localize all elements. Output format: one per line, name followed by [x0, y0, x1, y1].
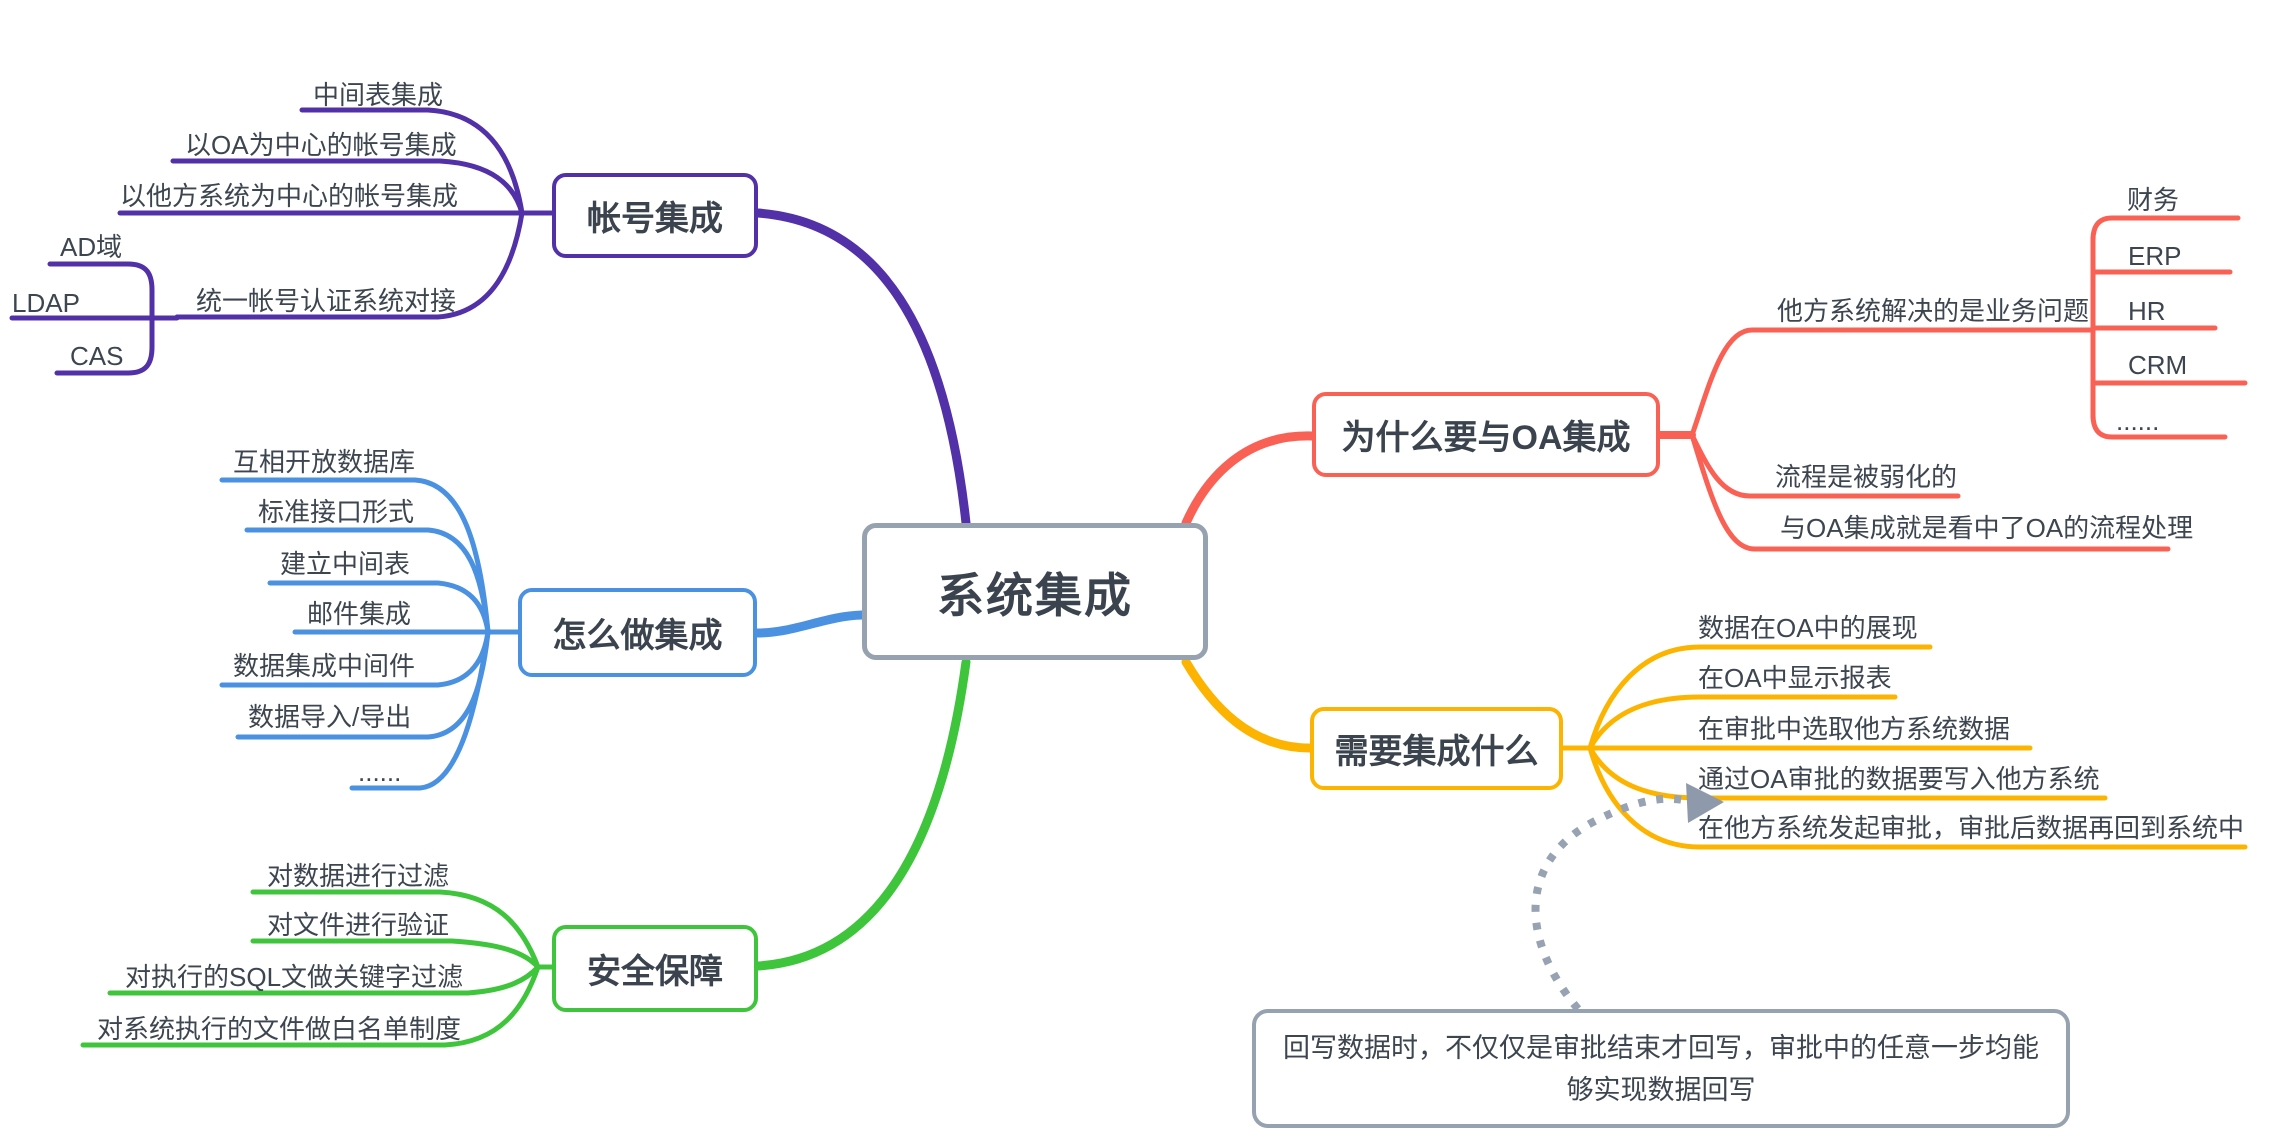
node-filter-data[interactable]: 对数据进行过滤	[267, 861, 450, 891]
node-data-middleware[interactable]: 数据集成中间件	[233, 651, 416, 681]
node-file-whitelist[interactable]: 对系统执行的文件做白名单制度	[97, 1014, 462, 1044]
central-topic-label: 系统集成	[937, 569, 1133, 622]
branch-security[interactable]: 安全保障	[552, 925, 758, 1012]
note-callout[interactable]: 回写数据时，不仅仅是审批结束才回写，审批中的任意一步均能够实现数据回写	[1252, 1009, 2070, 1128]
arrowhead-icon	[1686, 783, 1724, 823]
node-oa-process-handling[interactable]: 与OA集成就是看中了OA的流程处理	[1780, 513, 2194, 543]
note-callout-text: 回写数据时，不仅仅是审批结束才回写，审批中的任意一步均能够实现数据回写	[1283, 1032, 2039, 1105]
node-erp[interactable]: ERP	[2128, 241, 2182, 271]
node-other-system-solves-business[interactable]: 他方系统解决的是业务问题	[1777, 296, 2090, 326]
node-how-ellipsis[interactable]: ......	[358, 757, 402, 787]
node-hr[interactable]: HR	[2128, 296, 2166, 326]
branch-why-integrate-oa-label: 为什么要与OA集成	[1341, 419, 1631, 457]
node-mail-integration[interactable]: 邮件集成	[307, 599, 412, 629]
node-process-weakened[interactable]: 流程是被弱化的	[1775, 462, 1958, 492]
node-oa-centered-account[interactable]: 以OA为中心的帐号集成	[185, 130, 457, 160]
node-finance[interactable]: 财务	[2127, 185, 2180, 215]
node-pick-data-in-approval[interactable]: 在审批中选取他方系统数据	[1698, 714, 2011, 744]
branch-what-to-integrate[interactable]: 需要集成什么	[1310, 707, 1563, 790]
branch-security-label: 安全保障	[587, 953, 723, 991]
branch-account-integration-label: 帐号集成	[587, 200, 723, 238]
node-open-database[interactable]: 互相开放数据库	[233, 447, 416, 477]
central-topic[interactable]: 系统集成	[862, 523, 1208, 660]
node-unified-auth-connect[interactable]: 统一帐号认证系统对接	[196, 286, 457, 316]
node-other-system-centered-account[interactable]: 以他方系统为中心的帐号集成	[120, 181, 459, 211]
branch-how-to-integrate-label: 怎么做集成	[552, 617, 723, 655]
branch-what-to-integrate-label: 需要集成什么	[1334, 733, 1539, 771]
node-data-import-export[interactable]: 数据导入/导出	[248, 702, 412, 732]
branch-account-integration[interactable]: 帐号集成	[552, 173, 758, 258]
node-verify-files[interactable]: 对文件进行验证	[267, 910, 450, 940]
dotted-arrow	[1531, 783, 1724, 1012]
node-ldap[interactable]: LDAP	[12, 288, 80, 318]
node-sql-keyword-filter[interactable]: 对执行的SQL文做关键字过滤	[125, 962, 464, 992]
node-cas[interactable]: CAS	[70, 341, 124, 371]
node-why-ellipsis[interactable]: ......	[2116, 406, 2160, 436]
node-data-shown-in-oa[interactable]: 数据在OA中的展现	[1698, 613, 1918, 643]
branch-how-to-integrate[interactable]: 怎么做集成	[518, 588, 757, 677]
branch-why-integrate-oa[interactable]: 为什么要与OA集成	[1312, 392, 1660, 477]
node-ad-domain[interactable]: AD域	[60, 232, 123, 262]
node-middle-table-integration[interactable]: 中间表集成	[313, 80, 444, 110]
node-reports-in-oa[interactable]: 在OA中显示报表	[1698, 663, 1892, 693]
node-build-middle-table[interactable]: 建立中间表	[280, 549, 411, 579]
node-standard-interface[interactable]: 标准接口形式	[258, 497, 415, 527]
node-write-approved-data[interactable]: 通过OA审批的数据要写入他方系统	[1698, 764, 2100, 794]
node-crm[interactable]: CRM	[2128, 350, 2188, 380]
node-approval-from-other-system[interactable]: 在他方系统发起审批，审批后数据再回到系统中	[1698, 813, 2245, 843]
